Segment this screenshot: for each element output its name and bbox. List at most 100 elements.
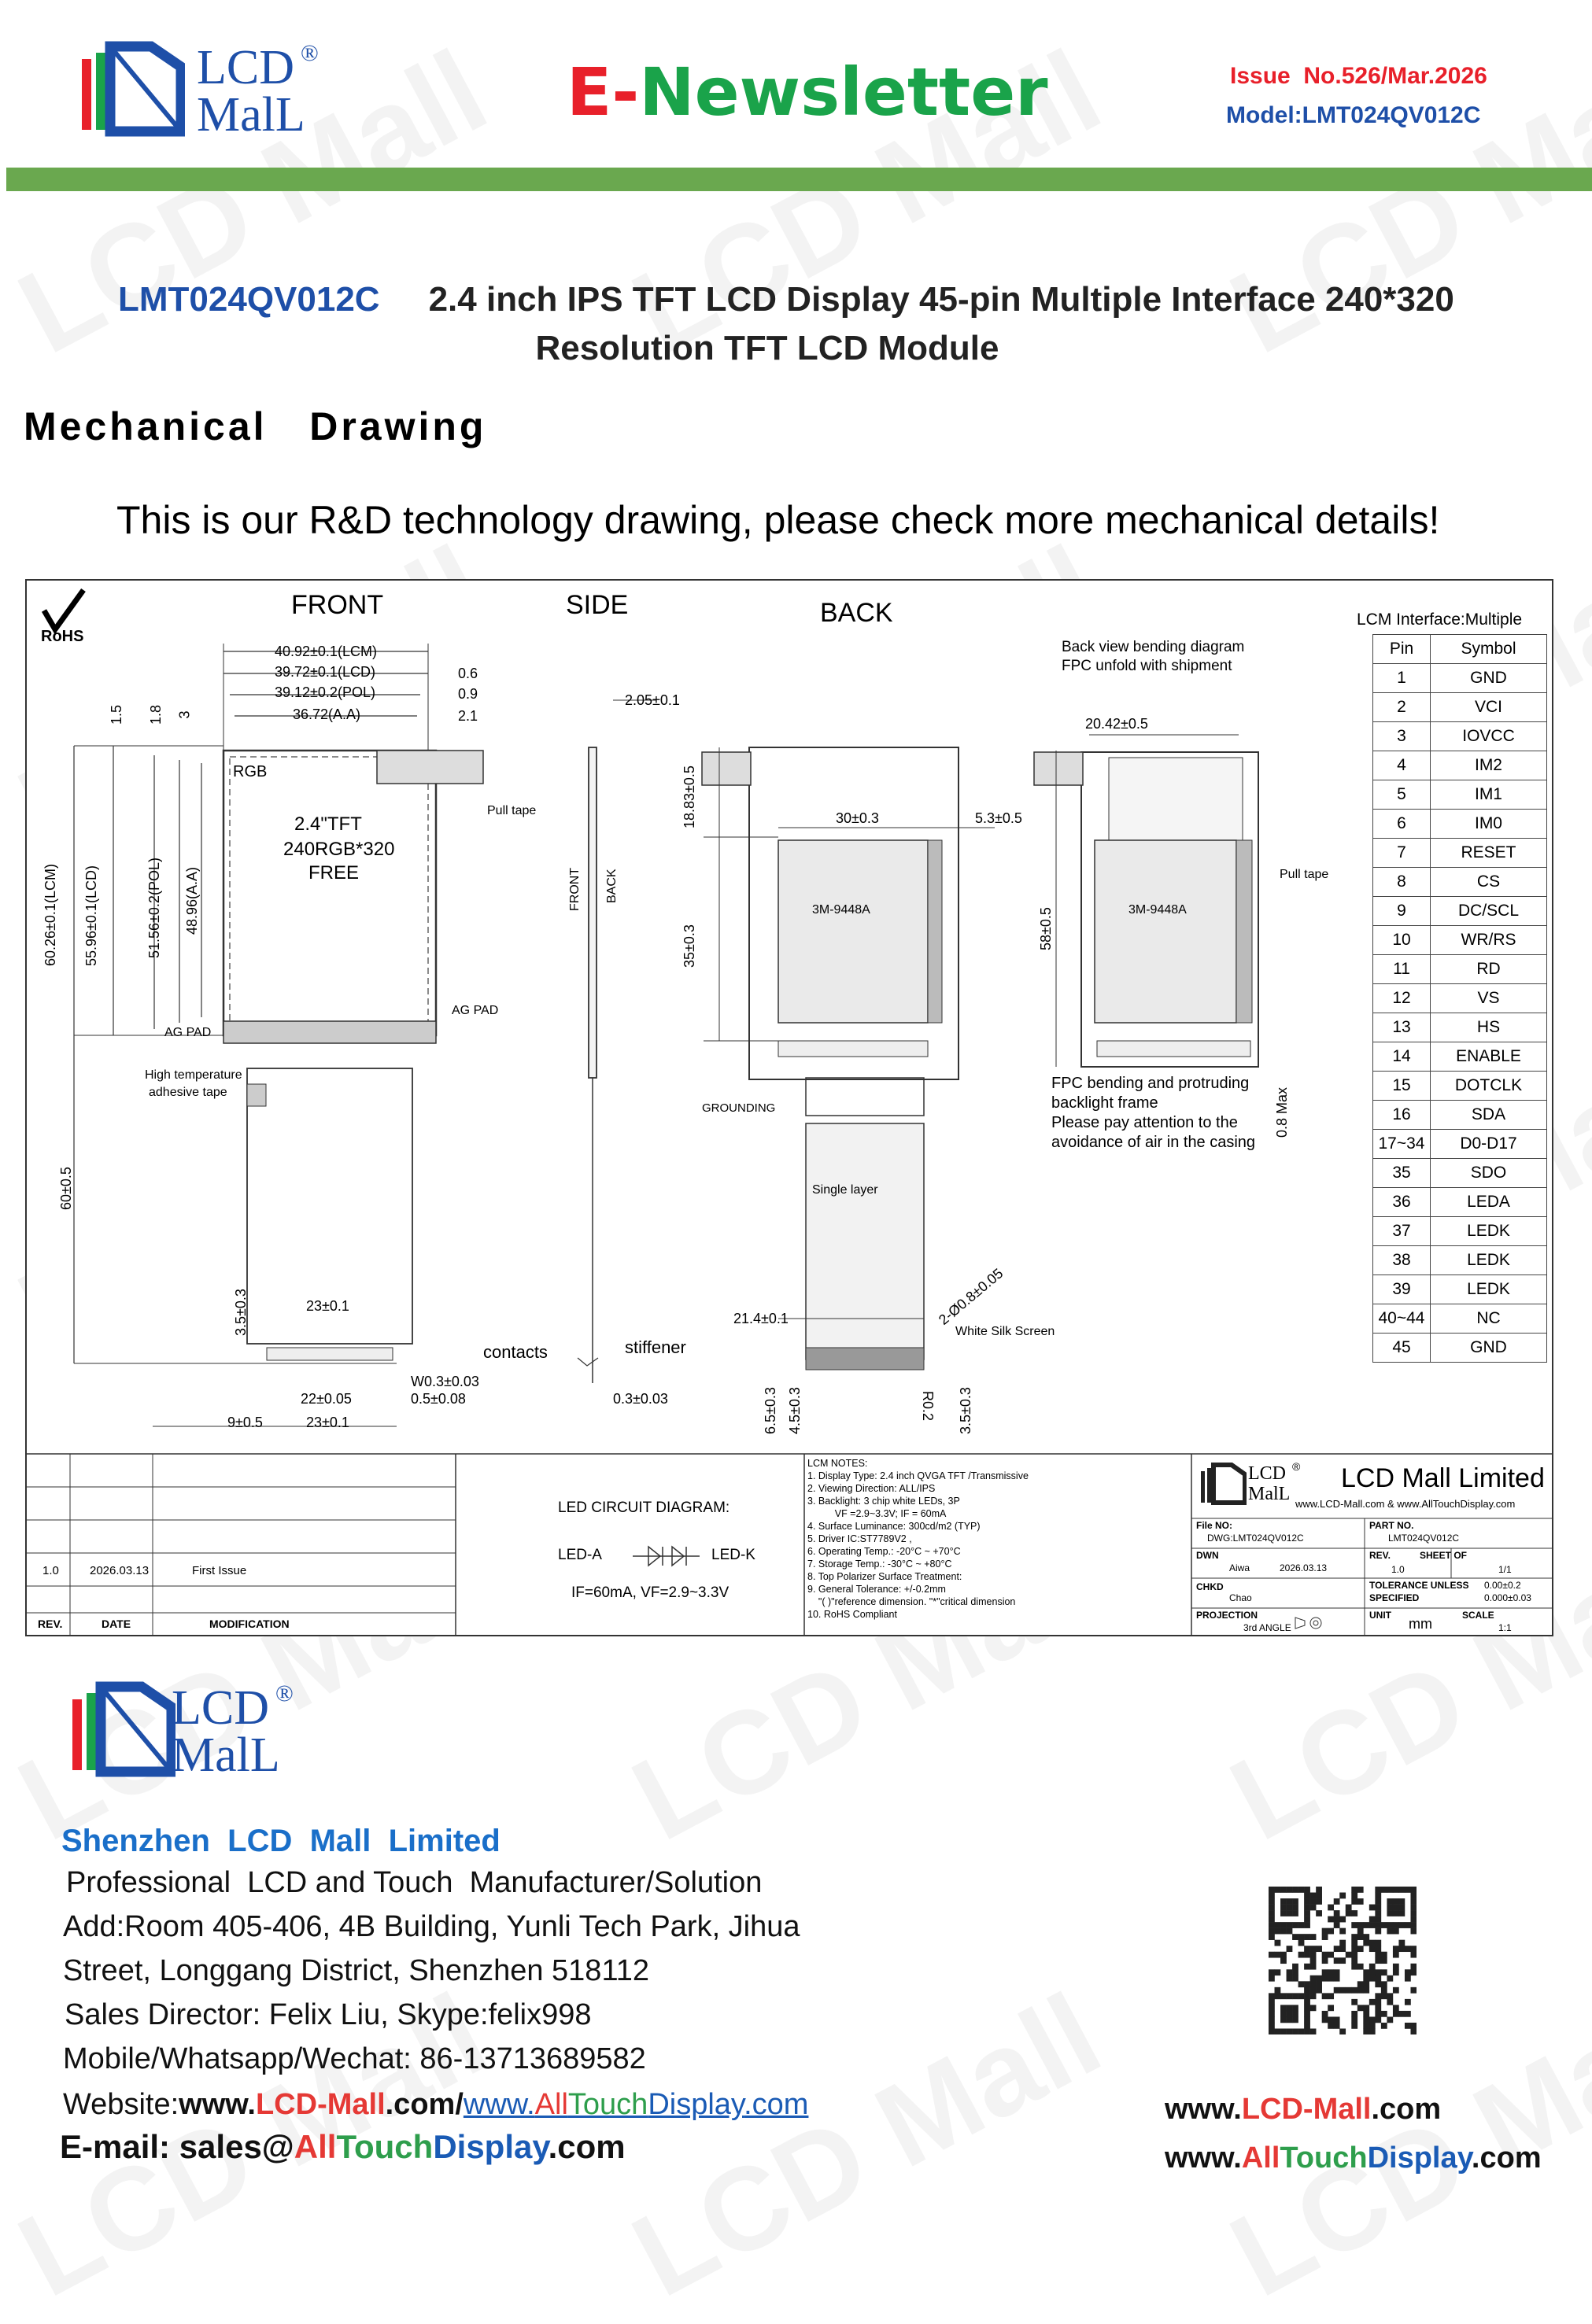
email-part: Display	[433, 2128, 549, 2165]
proj-label: PROJECTION	[1196, 1610, 1258, 1621]
note-line: 5. Driver IC:ST7789V2 ,	[807, 1533, 912, 1544]
footer-right-web-1[interactable]: www.LCD-Mall.com	[1165, 2093, 1441, 2127]
dim-right-0: 0.6	[458, 666, 478, 681]
pin-number: 4	[1372, 751, 1431, 780]
front-label: FRONT	[291, 590, 384, 620]
pin-number: 8	[1372, 867, 1431, 897]
side-front: FRONT	[568, 867, 582, 911]
lcm-notes: LCM NOTES:1. Display Type: 2.4 inch QVGA…	[807, 1457, 1029, 1621]
back-bottom-5: R0.2	[920, 1391, 936, 1422]
title-newsletter: Newsletter	[639, 53, 1048, 131]
side-dim-top: 2.05±0.1	[625, 692, 680, 708]
email-part: Touch	[336, 2128, 434, 2165]
bend-note-0: FPC bending and protruding	[1051, 1075, 1250, 1092]
ag-pad-label: AG PAD	[452, 1004, 499, 1017]
model-number: Model:LMT024QV012C	[1226, 102, 1481, 128]
back-bottom-3: 6.5±0.3	[763, 1387, 778, 1434]
dwn-date: 2026.03.13	[1280, 1562, 1328, 1573]
pin-number: 36	[1372, 1187, 1431, 1217]
pin-number: 17~34	[1372, 1129, 1431, 1159]
section-heading: Mechanical Drawing	[24, 404, 487, 448]
note-line: 3. Backlight: 3 chip white LEDs, 3P	[807, 1496, 960, 1507]
pin-number: 16	[1372, 1100, 1431, 1130]
rev-header-date: DATE	[102, 1618, 131, 1630]
product-title-line2: Resolution TFT LCD Module	[535, 329, 999, 367]
ht-tape-1: adhesive tape	[149, 1086, 227, 1099]
pin-symbol: SDA	[1430, 1100, 1547, 1130]
footer-right-web-2[interactable]: www.AllTouchDisplay.com	[1165, 2141, 1542, 2175]
pin-symbol: D0-D17	[1430, 1129, 1547, 1159]
product-title-line1: 2.4 inch IPS TFT LCD Display 45-pin Mult…	[428, 280, 1454, 319]
back-bottom-0: 21.4±0.1	[733, 1311, 789, 1326]
sheet-value: 1/1	[1498, 1564, 1512, 1575]
pin-number: 38	[1372, 1245, 1431, 1275]
back-bottom-6: 3.5±0.3	[958, 1387, 973, 1434]
panel-text-1: 240RGB*320	[283, 839, 395, 860]
bend-title-1: FPC unfold with shipment	[1062, 658, 1232, 674]
scale-label: SCALE	[1462, 1610, 1494, 1621]
web2-part: .com	[744, 2088, 809, 2121]
watermark: LCD Mall	[611, 1966, 1121, 2323]
note-line: 2. Viewing Direction: ALL/IPS	[807, 1483, 936, 1494]
logo-line2: MalL	[197, 88, 305, 142]
pin-symbol: VS	[1430, 983, 1547, 1013]
dwn-name: Aiwa	[1229, 1562, 1250, 1573]
dim-pol-width: 39.12±0.2(POL)	[275, 684, 375, 700]
back-label: BACK	[820, 598, 893, 628]
web2-part: Touch	[567, 2088, 648, 2121]
pin-symbol: IM0	[1430, 809, 1547, 839]
titleblock-web: www.LCD-Mall.com & www.AllTouchDisplay.c…	[1295, 1498, 1516, 1510]
pin-number: 12	[1372, 983, 1431, 1013]
pin-symbol: RD	[1430, 954, 1547, 984]
rweb2-part: www.	[1165, 2141, 1242, 2175]
tol-label-0: TOLERANCE UNLESS	[1369, 1580, 1469, 1591]
back-dim-0: 18.83±0.5	[681, 765, 697, 828]
dim-aa-width: 36.72(A.A)	[293, 706, 361, 722]
qr-code	[1269, 1887, 1417, 2035]
header-logo: LCD MalL ®	[79, 35, 346, 142]
stiffener-label: stiffener	[625, 1337, 686, 1357]
bend-dim-max: 0.8 Max	[1274, 1086, 1290, 1138]
pin-symbol: LEDK	[1430, 1216, 1547, 1246]
pin-number: 3	[1372, 721, 1431, 751]
pin-number: 9	[1372, 896, 1431, 926]
pin-symbol: CS	[1430, 867, 1547, 897]
website-link-2[interactable]: www.AllTouchDisplay.com	[464, 2088, 809, 2121]
file-no: DWG:LMT024QV012C	[1207, 1533, 1304, 1544]
tb-logo-reg: ®	[1292, 1460, 1301, 1473]
footer-logo: LCD MalL ®	[69, 1676, 337, 1780]
note-line: 10. RoHS Compliant	[807, 1609, 897, 1620]
panel-text-2: FREE	[308, 862, 360, 883]
pin-symbol: LEDA	[1430, 1187, 1547, 1217]
dim-aa-height: 48.96(A.A)	[184, 866, 200, 935]
footer-email[interactable]: E-mail: sales@AllTouchDisplay.com	[60, 2128, 626, 2166]
dim-top-2: 3	[176, 710, 193, 719]
back-adhesive: 3M-9448A	[812, 903, 870, 917]
rev-label: REV.	[1369, 1550, 1391, 1561]
interface-title: LCM Interface:Multiple	[1357, 611, 1523, 629]
pin-number: 39	[1372, 1275, 1431, 1304]
back-dim-2: 5.3±0.5	[975, 810, 1022, 826]
pin-number: 5	[1372, 780, 1431, 810]
rweb2-part: .com	[1471, 2141, 1542, 2175]
pin-symbol: SDO	[1430, 1158, 1547, 1188]
projection-symbol-icon	[1294, 1614, 1325, 1630]
rweb1-part: www.	[1165, 2093, 1242, 2126]
pin-number: 15	[1372, 1071, 1431, 1101]
rweb2-part: All	[1241, 2141, 1280, 2175]
pin-symbol: DC/SCL	[1430, 896, 1547, 926]
bend-dim-0: 20.42±0.5	[1085, 716, 1148, 732]
dim-pol-height: 51.56±0.2(POL)	[146, 858, 162, 958]
unit-value: mm	[1409, 1616, 1432, 1632]
pin-number: 40~44	[1372, 1304, 1431, 1334]
pin-number: 7	[1372, 838, 1431, 868]
pin-symbol: IOVCC	[1430, 721, 1547, 751]
website-link-1[interactable]: www.LCD-Mall.com/	[179, 2088, 464, 2121]
